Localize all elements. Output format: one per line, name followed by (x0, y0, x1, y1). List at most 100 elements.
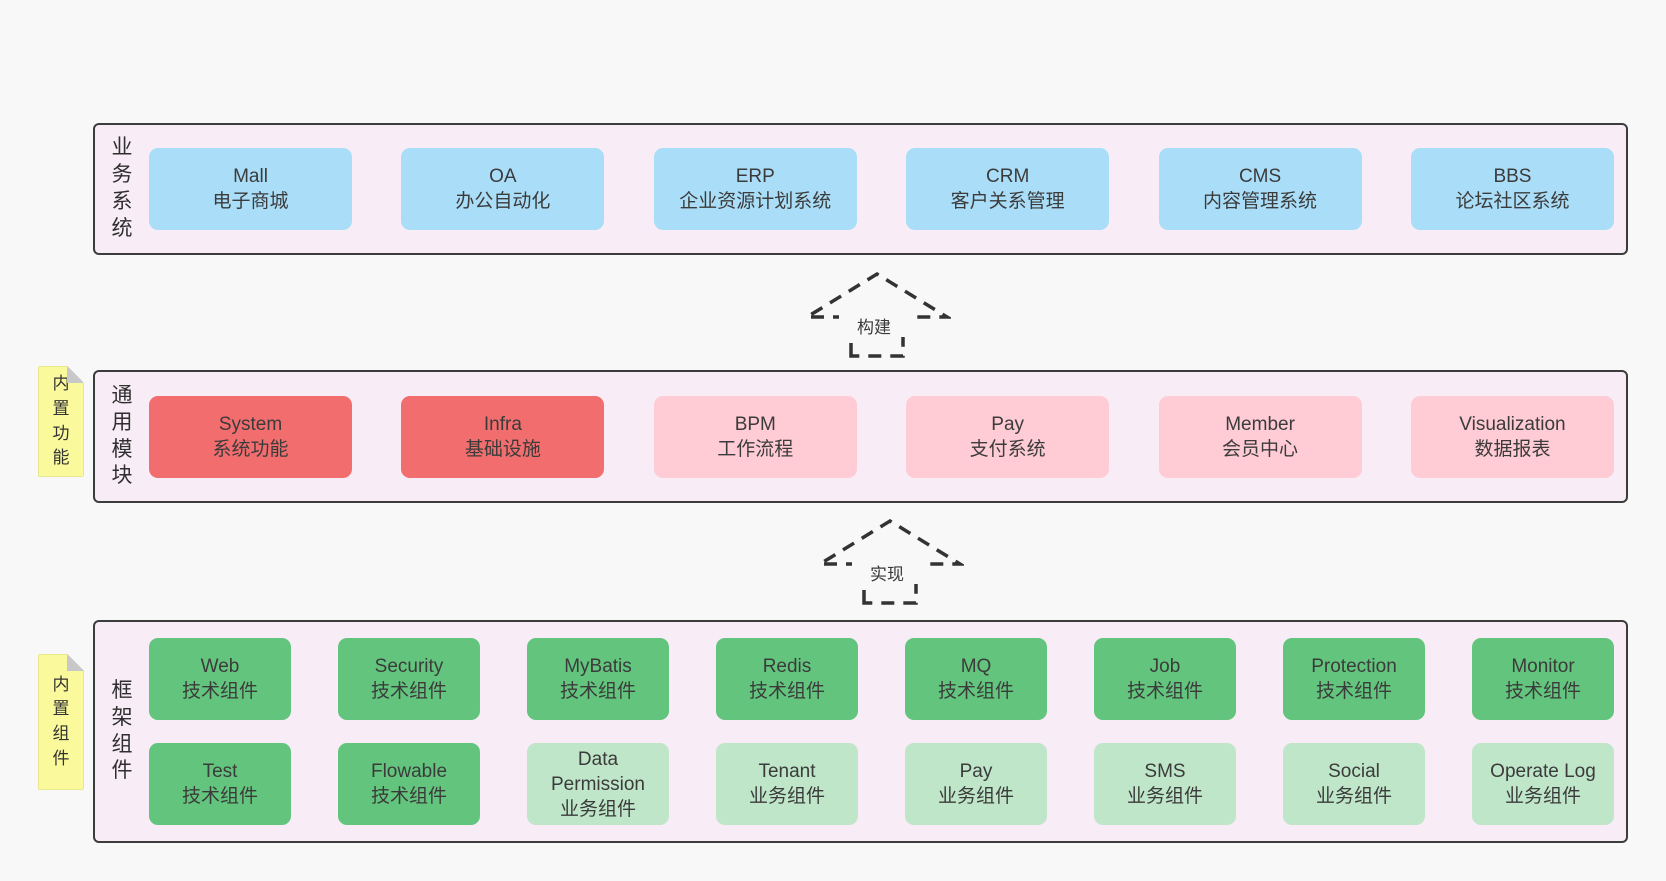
arrow-build-label: 构建 (857, 318, 891, 337)
box-social: Social 业务组件 (1283, 743, 1425, 825)
box-title: Operate Log (1490, 761, 1596, 782)
box-security: Security 技术组件 (338, 638, 480, 720)
box-bpm: BPM 工作流程 (653, 395, 857, 478)
framework-row-1: Web 技术组件 Security 技术组件 MyBatis 技术组件 Redi… (149, 638, 1614, 720)
note-built-in-features: 内置功能 (38, 366, 84, 477)
note-fold-corner-icon (67, 654, 84, 671)
box-subtitle: 客户关系管理 (950, 191, 1065, 212)
box-subtitle: 论坛社区系统 (1455, 191, 1570, 212)
box-crm: CRM 客户关系管理 (906, 148, 1110, 230)
box-title: ERP (735, 166, 775, 187)
box-operate-log: Operate Log 业务组件 (1472, 743, 1614, 825)
box-subtitle: 业务组件 (937, 786, 1014, 807)
box-protection: Protection 技术组件 (1283, 638, 1425, 720)
box-web: Web 技术组件 (149, 638, 291, 720)
box-title: Pay (959, 761, 993, 782)
box-title: Web (200, 656, 240, 677)
box-subtitle: 技术组件 (937, 681, 1014, 702)
box-sms: SMS 业务组件 (1094, 743, 1236, 825)
box-subtitle: 内容管理系统 (1203, 191, 1318, 212)
box-title: Redis (762, 656, 812, 677)
box-subtitle: 基础设施 (464, 438, 541, 460)
box-title: MyBatis (564, 656, 632, 677)
box-bbs: BBS 论坛社区系统 (1410, 148, 1614, 230)
band-common-modules: 通用模块 System 系统功能 Infra 基础设施 BPM 工作流程 Pay… (93, 370, 1628, 503)
box-subtitle: 工作流程 (717, 438, 794, 460)
box-title: CMS (1238, 166, 1282, 187)
box-oa: OA 办公自动化 (401, 148, 605, 230)
box-infra: Infra 基础设施 (401, 395, 605, 478)
box-subtitle: 技术组件 (370, 786, 447, 807)
box-flowable: Flowable 技术组件 (338, 743, 480, 825)
box-title: Visualization (1459, 413, 1566, 435)
box-subtitle: 业务组件 (748, 786, 825, 807)
band-business-systems: 业务系统 Mall 电子商城 OA 办公自动化 ERP 企业资源计划系统 CRM… (93, 123, 1628, 255)
box-subtitle: 技术组件 (1504, 681, 1581, 702)
box-title: Protection (1311, 656, 1397, 677)
box-title: Infra (483, 413, 522, 435)
arrow-label-backdrop (852, 562, 922, 584)
box-job: Job 技术组件 (1094, 638, 1236, 720)
box-erp: ERP 企业资源计划系统 (653, 148, 857, 230)
box-title: Job (1149, 656, 1181, 677)
box-subtitle: 技术组件 (559, 681, 636, 702)
box-title: CRM (986, 166, 1030, 187)
box-title: Pay (991, 413, 1025, 435)
box-member: Member 会员中心 (1158, 395, 1362, 478)
band-framework-components-content: Web 技术组件 Security 技术组件 MyBatis 技术组件 Redi… (149, 622, 1626, 841)
box-title: Flowable (370, 761, 448, 782)
box-subtitle: 办公自动化 (455, 191, 551, 212)
box-subtitle: 电子商城 (212, 191, 289, 212)
box-title: SMS (1144, 761, 1186, 782)
note-built-in-components: 内置组件 (38, 654, 84, 790)
box-mq: MQ 技术组件 (905, 638, 1047, 720)
band-framework-components-label: 框架组件 (111, 678, 133, 783)
arrow-label-backdrop (839, 315, 909, 337)
band-common-modules-content: System 系统功能 Infra 基础设施 BPM 工作流程 Pay 支付系统… (149, 372, 1626, 501)
box-subtitle: 业务组件 (1315, 786, 1392, 807)
box-title: System (218, 413, 283, 435)
box-title: BBS (1493, 166, 1532, 187)
box-subtitle: 支付系统 (969, 438, 1046, 460)
arrow-build: 构建 (803, 271, 951, 358)
box-cms: CMS 内容管理系统 (1158, 148, 1362, 230)
box-redis: Redis 技术组件 (716, 638, 858, 720)
band-framework-components: 框架组件 Web 技术组件 Security 技术组件 MyBatis 技术组件… (93, 620, 1628, 843)
box-tenant: Tenant 业务组件 (716, 743, 858, 825)
box-title: Data Permission (551, 748, 645, 795)
box-title: BPM (734, 413, 776, 435)
box-system: System 系统功能 (149, 395, 352, 478)
box-subtitle: 业务组件 (1126, 786, 1203, 807)
note-fold-corner-icon (67, 366, 84, 383)
box-pay-business: Pay 业务组件 (905, 743, 1047, 825)
box-subtitle: 会员中心 (1222, 438, 1299, 460)
box-title: Social (1328, 761, 1380, 782)
box-subtitle: 技术组件 (1315, 681, 1392, 702)
box-title: Monitor (1511, 656, 1575, 677)
band-business-systems-content: Mall 电子商城 OA 办公自动化 ERP 企业资源计划系统 CRM 客户关系… (149, 125, 1626, 253)
arrow-implement-label: 实现 (870, 565, 904, 584)
box-title: MQ (960, 656, 992, 677)
box-monitor: Monitor 技术组件 (1472, 638, 1614, 720)
box-subtitle: 技术组件 (748, 681, 825, 702)
box-pay: Pay 支付系统 (906, 395, 1110, 478)
box-subtitle: 业务组件 (1504, 786, 1581, 807)
box-subtitle: 系统功能 (212, 438, 289, 460)
box-title: Member (1225, 413, 1295, 435)
box-mybatis: MyBatis 技术组件 (527, 638, 669, 720)
band-common-modules-label: 通用模块 (111, 383, 133, 488)
box-subtitle: 技术组件 (370, 681, 447, 702)
box-test: Test 技术组件 (149, 743, 291, 825)
box-subtitle: 业务组件 (559, 798, 636, 820)
box-subtitle: 技术组件 (181, 681, 258, 702)
box-title: Tenant (758, 761, 816, 782)
box-data-permission: Data Permission 业务组件 (527, 743, 669, 825)
box-visualization: Visualization 数据报表 (1410, 395, 1614, 478)
box-subtitle: 数据报表 (1474, 438, 1551, 460)
box-title: Security (374, 656, 444, 677)
box-subtitle: 技术组件 (1126, 681, 1203, 702)
box-subtitle: 技术组件 (181, 786, 258, 807)
band-business-systems-label: 业务系统 (111, 136, 133, 240)
box-subtitle: 企业资源计划系统 (679, 191, 832, 212)
